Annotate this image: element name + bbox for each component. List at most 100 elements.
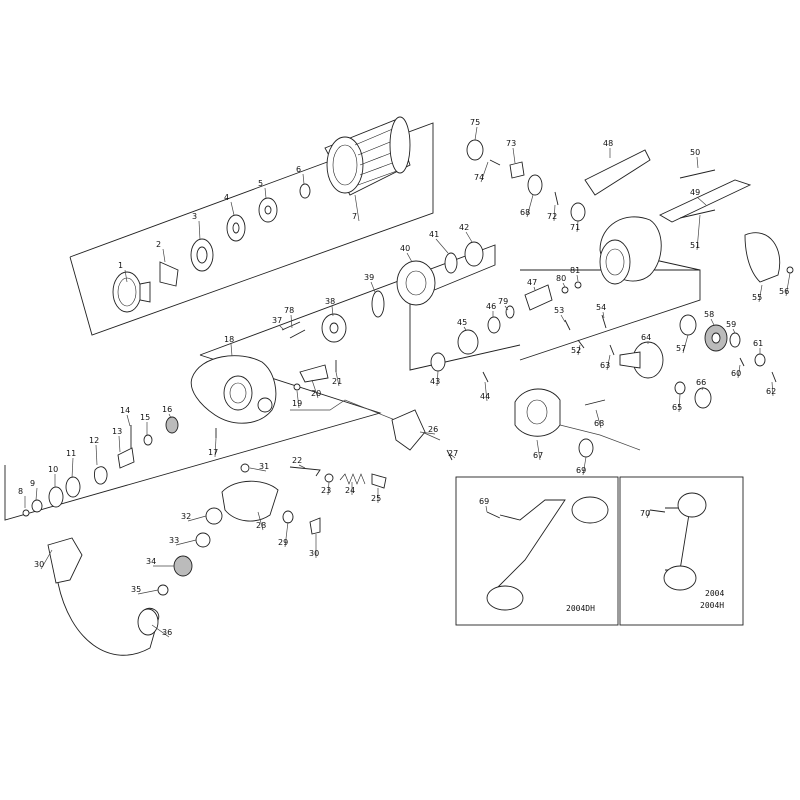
part-74 [466, 139, 484, 161]
part-79 [561, 286, 569, 294]
variant-box-2004 [619, 476, 744, 626]
leader-line-75 [474, 126, 478, 141]
leader-line-68 [526, 194, 534, 218]
leader-line-36 [151, 624, 170, 638]
part-number-label: 17 [208, 448, 218, 457]
rotor-assembly [22, 241, 484, 517]
number-leaders [24, 126, 791, 638]
part-56 [679, 314, 697, 336]
part-13 [117, 447, 135, 469]
part-number-label: 72 [547, 212, 557, 221]
leader-line-72 [553, 204, 556, 222]
part-66 [514, 388, 561, 437]
part-62 [609, 344, 615, 356]
leader-line-31 [249, 467, 267, 472]
part-9 [31, 499, 43, 513]
part-10 [48, 486, 64, 508]
leader-line-52 [577, 344, 581, 356]
bail-wire [57, 582, 160, 656]
leader-line-40 [406, 252, 413, 263]
part-number-label: 53 [554, 306, 564, 315]
part-number-label: 43 [430, 377, 440, 386]
part-number-label: 75 [470, 118, 480, 127]
leader-line-73 [512, 147, 516, 164]
leader-line-12 [95, 444, 98, 466]
part-number-label: 81 [570, 266, 580, 275]
part-number-label: 14 [120, 406, 130, 415]
leader-line-67 [536, 439, 541, 461]
part-number-label: 69 [576, 466, 586, 475]
part-number-label: 35 [131, 585, 141, 594]
leader-line-11 [71, 457, 74, 479]
part-number-label: 61 [753, 339, 763, 348]
part-number-label: 4 [224, 193, 229, 202]
part-30 [309, 517, 321, 535]
leader-line-39 [370, 281, 376, 293]
part-65 [694, 387, 712, 409]
leader-line-16 [168, 413, 172, 419]
handle-arm-h [665, 507, 691, 571]
part-number-label: 13 [112, 427, 122, 436]
part-number-label: 46 [486, 302, 496, 311]
leader-line-9 [35, 487, 38, 501]
part-number-label: 34 [146, 557, 156, 566]
leader-line-37 [278, 324, 285, 331]
part-20 [299, 364, 329, 383]
spool-assembly [112, 116, 411, 313]
handle-shaft-h [649, 509, 666, 513]
part-number-label: 71 [570, 223, 580, 232]
part-number-label: 47 [527, 278, 537, 287]
part-number-label: 41 [429, 230, 439, 239]
leader-line-19 [296, 390, 300, 409]
part-73 [489, 159, 501, 166]
part-45 [487, 316, 501, 334]
leader-line-62 [771, 381, 774, 397]
body-assembly [430, 139, 794, 458]
part-number-label: 58 [704, 310, 714, 319]
part-number-label: 55 [752, 293, 762, 302]
drag-clip [159, 261, 179, 287]
part-number-label: 3 [192, 212, 197, 221]
leader-line-68 [595, 409, 602, 429]
part-48 [659, 179, 752, 223]
leader-line-3 [198, 220, 201, 241]
part-number-label: 48 [603, 139, 613, 148]
part-61 [771, 371, 777, 383]
part-27 [446, 449, 453, 461]
part-number-label: 73 [506, 139, 516, 148]
variant-box-2004dh [455, 476, 619, 626]
part-30-left [47, 537, 83, 584]
part-number-label: 20 [311, 389, 321, 398]
leader-line-79 [504, 305, 509, 311]
leader-line-51 [696, 214, 701, 251]
part-53 [601, 314, 607, 329]
leader-line-30 [40, 549, 53, 570]
part-80 [574, 281, 582, 289]
part-71 [554, 191, 559, 206]
part-number-label: 31 [259, 462, 269, 471]
part-number-label: 9 [30, 479, 35, 488]
leader-line-42 [465, 231, 473, 243]
leader-line-65 [678, 393, 681, 413]
part-8 [22, 509, 30, 517]
part-number-label: 42 [459, 223, 469, 232]
leader-line-38 [331, 305, 334, 317]
part-52 [564, 319, 571, 331]
leader-line-26 [419, 431, 436, 435]
model-label-2004dh: 2004DH [566, 604, 595, 613]
leader-line-58 [710, 318, 715, 326]
part-34 [173, 555, 193, 577]
leader-line-60 [737, 364, 741, 379]
part-number-label: 54 [596, 303, 606, 312]
part-number-label: 51 [690, 241, 700, 250]
part-number-label: 39 [364, 273, 374, 282]
part-number-label: 26 [428, 425, 438, 434]
leader-line-17 [214, 437, 217, 458]
part-19 [293, 383, 301, 391]
leader-line-23 [327, 481, 330, 496]
part-60 [754, 353, 766, 367]
leader-line-28 [257, 511, 264, 531]
part-49 [679, 169, 716, 179]
part-number-label: 69 [479, 497, 489, 506]
